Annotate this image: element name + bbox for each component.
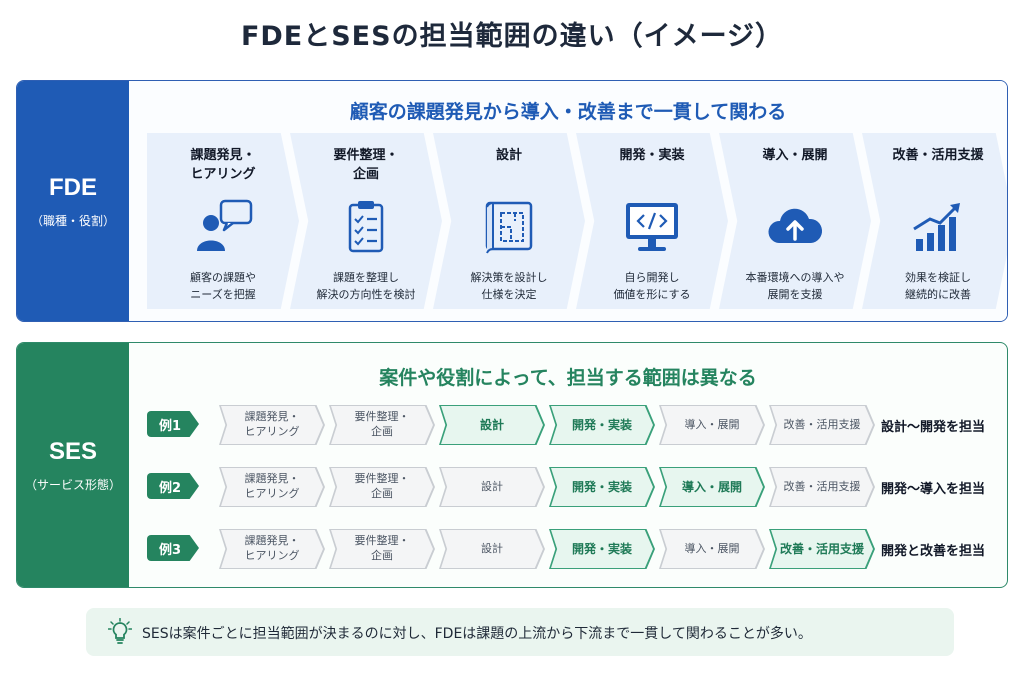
person-speech-icon (197, 199, 253, 251)
fde-step-deploy: 導入・展開 本番環境への導入や 展開を支援 (719, 133, 871, 309)
fde-step-planning: 要件整理・ 企画 課題を整理し 解決の方向性を検討 (290, 133, 442, 309)
ses-sublabel: （サービス形態） (24, 477, 121, 492)
ses-step-inactive: 要件整理・ 企画 (329, 467, 435, 507)
ses-step-inactive: 要件整理・ 企画 (329, 405, 435, 445)
fde-step-title: 要件整理・ 企画 (333, 148, 399, 182)
fde-step-desc: 本番環境への導入や 展開を支援 (745, 271, 845, 302)
fde-step-improve: 改善・活用支援 効果を検証し 継続的に改善 (862, 133, 1007, 309)
ses-step-label: 課題発見・ ヒアリング (244, 472, 300, 500)
example-result: 設計〜開発を担当 (881, 420, 986, 435)
ses-step-label: 要件整理・ 企画 (354, 472, 410, 500)
ses-example-row: 例1 課題発見・ ヒアリング 要件整理・ 企画 設計 開発・実装 導入・展開 改善・活用支援… (141, 405, 1001, 445)
ses-step-label: 導入・展開 (684, 541, 740, 555)
ses-step-label: 導入・展開 (681, 479, 742, 494)
ses-step-label: 改善・活用支援 (783, 417, 861, 431)
ses-step-active: 開発・実装 (549, 467, 655, 507)
blueprint-icon (485, 201, 533, 254)
example-badge: 例1 (147, 411, 199, 437)
lightbulb-icon (108, 618, 132, 644)
fde-step-dev: 開発・実装 自ら開発し 価値を形にする (576, 133, 728, 309)
fde-step-title: 開発・実装 (619, 148, 685, 163)
fde-step-title: 課題発見・ ヒアリング (190, 148, 256, 182)
fde-step-title: 導入・展開 (762, 148, 828, 163)
page-title: FDEとSESの担当範囲の違い（イメージ） (240, 21, 784, 52)
fde-side-label: FDE （職種・役割） (17, 81, 129, 321)
clipboard-checklist-icon (348, 201, 384, 253)
ses-step-inactive: 改善・活用支援 (769, 467, 875, 507)
ses-step-label: 課題発見・ ヒアリング (244, 534, 300, 562)
ses-step-label: 設計 (481, 541, 503, 555)
ses-step-inactive: 要件整理・ 企画 (329, 529, 435, 569)
fde-step-desc: 解決策を設計し 仕様を決定 (470, 271, 548, 302)
fde-step-desc: 自ら開発し 価値を形にする (613, 271, 691, 302)
ses-label: SES (48, 437, 98, 465)
ses-step-label: 改善・活用支援 (783, 479, 861, 493)
note-text: SESは案件ごとに担当範囲が決まるのに対し、FDEは課題の上流から下流まで一貫し… (142, 626, 812, 642)
fde-label: FDE (49, 173, 97, 201)
example-badge: 例2 (147, 473, 199, 499)
ses-step-active: 開発・実装 (549, 529, 655, 569)
ses-step-active: 改善・活用支援 (769, 529, 875, 569)
ses-step-active: 導入・展開 (659, 467, 765, 507)
fde-step-title: 改善・活用支援 (892, 148, 984, 163)
fde-step-desc: 課題を整理し 解決の方向性を検討 (316, 271, 416, 302)
ses-step-inactive: 改善・活用支援 (769, 405, 875, 445)
example-result: 開発〜導入を担当 (881, 482, 986, 497)
fde-step-desc: 顧客の課題や ニーズを把握 (190, 271, 256, 302)
ses-step-inactive: 導入・展開 (659, 405, 765, 445)
fde-process-flow: 課題発見・ ヒアリング 顧客の課題や ニーズを把握 要件整理・ 企画 課題 (147, 133, 1007, 309)
ses-step-label: 導入・展開 (684, 417, 740, 431)
ses-example-row: 例3 課題発見・ ヒアリング 要件整理・ 企画 設計 開発・実装 導入・展開 改善・活用支援… (141, 529, 1001, 569)
ses-panel: SES （サービス形態） 案件や役割によって、担当する範囲は異なる 例1 課題発見… (16, 342, 1008, 588)
fde-sublabel: （職種・役割） (30, 213, 115, 228)
fde-heading: 顧客の課題発見から導入・改善まで一貫して関わる (349, 101, 787, 123)
ses-step-label: 設計 (481, 479, 503, 493)
ses-step-inactive: 導入・展開 (659, 529, 765, 569)
ses-step-label: 課題発見・ ヒアリング (244, 410, 300, 438)
ses-step-label: 改善・活用支援 (779, 541, 864, 556)
ses-step-inactive: 課題発見・ ヒアリング (219, 529, 325, 569)
ses-step-active: 開発・実装 (549, 405, 655, 445)
fde-main: 顧客の課題発見から導入・改善まで一貫して関わる 課題発見・ ヒアリング 顧客の課… (129, 81, 1007, 321)
ses-step-label: 開発・実装 (571, 417, 632, 432)
example-badge: 例3 (147, 535, 199, 561)
monitor-code-icon (626, 203, 678, 251)
cloud-upload-icon (768, 208, 823, 243)
ses-step-inactive: 設計 (439, 529, 545, 569)
ses-step-label: 要件整理・ 企画 (354, 410, 410, 438)
example-result: 開発と改善を担当 (881, 544, 986, 559)
ses-step-label: 開発・実装 (571, 479, 632, 494)
ses-step-label: 設計 (479, 417, 504, 432)
fde-step-desc: 効果を検証し 継続的に改善 (905, 271, 971, 302)
ses-step-label: 開発・実装 (571, 541, 632, 556)
summary-note: SESは案件ごとに担当範囲が決まるのに対し、FDEは課題の上流から下流まで一貫し… (86, 608, 954, 656)
ses-heading: 案件や役割によって、担当する範囲は異なる (379, 367, 757, 389)
ses-step-label: 要件整理・ 企画 (354, 534, 410, 562)
ses-example-row: 例2 課題発見・ ヒアリング 要件整理・ 企画 設計 開発・実装 導入・展開 改善・活用支援… (141, 467, 1001, 507)
ses-side-label: SES （サービス形態） (17, 343, 129, 587)
fde-panel: FDE （職種・役割） 顧客の課題発見から導入・改善まで一貫して関わる 課題発見… (16, 80, 1008, 322)
fde-step-title: 設計 (495, 148, 522, 163)
fde-step-design: 設計 解決策を設計し 仕様を決定 (433, 133, 585, 309)
ses-step-inactive: 課題発見・ ヒアリング (219, 405, 325, 445)
growth-chart-icon (913, 203, 960, 251)
fde-step-hearing: 課題発見・ ヒアリング 顧客の課題や ニーズを把握 (147, 133, 299, 309)
ses-step-active: 設計 (439, 405, 545, 445)
ses-step-inactive: 課題発見・ ヒアリング (219, 467, 325, 507)
ses-step-inactive: 設計 (439, 467, 545, 507)
